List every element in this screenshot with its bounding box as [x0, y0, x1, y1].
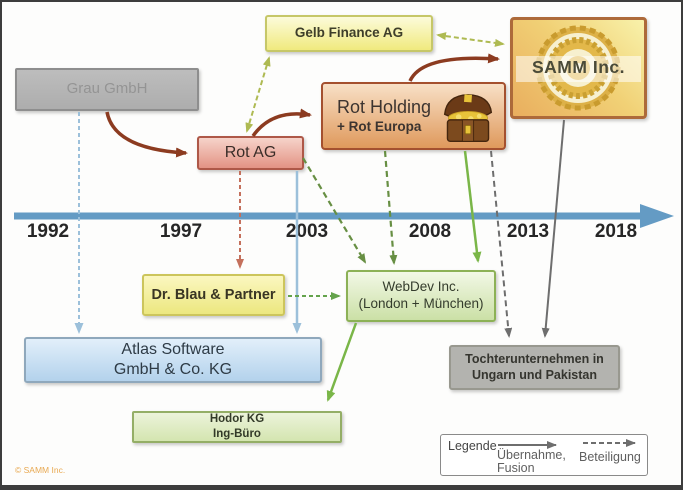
legend-arrow-samples: [498, 439, 636, 449]
node-layer: Grau GmbH Gelb Finance AG SAMM Inc. Rot …: [2, 2, 681, 485]
node-tochter-label: Tochterunternehmen in: [465, 351, 604, 366]
node-rot-ag: Rot AG: [197, 136, 304, 170]
node-gelb-finance-ag-label: Gelb Finance AG: [294, 25, 404, 41]
legend-dashed-label: Beteiligung: [579, 450, 641, 464]
timeline-year-1992: 1992: [26, 221, 70, 242]
timeline-year-2008: 2008: [408, 221, 452, 242]
node-samm-inc-label: SAMM Inc.: [532, 57, 625, 78]
legend-solid-label-2: Fusion: [497, 461, 535, 475]
node-grau-gmbh-label: Grau GmbH: [66, 80, 148, 98]
node-grau-gmbh: Grau GmbH: [15, 68, 199, 111]
node-hodor-kg: Hodor KG Ing-Büro: [132, 411, 342, 443]
timeline-year-2003: 2003: [285, 221, 329, 242]
timeline-year-2018: 2018: [594, 221, 638, 242]
node-hodor-label: Hodor KG: [209, 413, 265, 426]
legend-title: Legende: [448, 439, 497, 453]
timeline-year-1997: 1997: [159, 221, 203, 242]
node-rot-holding-sublabel: + Rot Europa: [337, 118, 422, 134]
node-tochter-sublabel: Ungarn und Pakistan: [471, 367, 598, 382]
node-webdev-sublabel: (London + München): [358, 296, 484, 311]
node-rot-holding: Rot Holding + Rot Europa: [321, 82, 506, 150]
legend-solid-label: Übernahme,: [497, 448, 566, 462]
node-webdev-inc: WebDev Inc. (London + München): [346, 270, 496, 322]
treasure-chest-icon: [443, 93, 493, 143]
timeline-year-2013: 2013: [506, 221, 550, 242]
node-webdev-label: WebDev Inc.: [382, 279, 460, 295]
node-atlas-software: Atlas Software GmbH & Co. KG: [24, 337, 322, 383]
node-rot-ag-label: Rot AG: [224, 144, 277, 161]
node-rot-holding-label: Rot Holding: [337, 97, 432, 118]
copyright-text: © SAMM Inc.: [15, 465, 66, 475]
node-hodor-sublabel: Ing-Büro: [213, 428, 261, 440]
node-atlas-label: Atlas Software: [121, 341, 225, 358]
samm-label-band: [516, 56, 641, 82]
node-dr-blau-partner: Dr. Blau & Partner: [142, 274, 285, 316]
node-samm-inc: SAMM Inc.: [510, 17, 647, 119]
node-gelb-finance-ag: Gelb Finance AG: [265, 15, 433, 52]
node-dr-blau-partner-label: Dr. Blau & Partner: [151, 286, 276, 303]
node-atlas-sublabel: GmbH & Co. KG: [113, 361, 233, 378]
legend-box: Legende Übernahme, Fusion Beteiligung: [440, 434, 648, 476]
node-tochterunternehmen: Tochterunternehmen in Ungarn und Pakista…: [449, 345, 620, 390]
